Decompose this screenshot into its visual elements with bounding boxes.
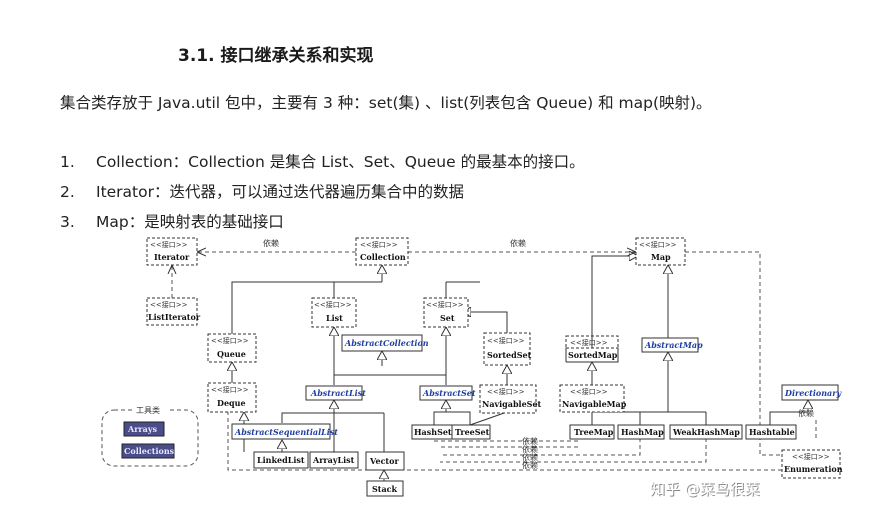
class-node-hashmap: HashMap bbox=[617, 424, 665, 440]
svg-text:<<接口>>: <<接口>> bbox=[211, 336, 249, 345]
list-text: Map：是映射表的基础接口 bbox=[96, 213, 284, 231]
svg-text:Deque: Deque bbox=[217, 398, 246, 408]
svg-text:知乎 @菜鸟很菜: 知乎 @菜鸟很菜 bbox=[651, 481, 761, 499]
svg-text:SortedSet: SortedSet bbox=[487, 350, 532, 360]
svg-text:<<接口>>: <<接口>> bbox=[792, 452, 830, 461]
interface-node-deque: <<接口>> Deque bbox=[207, 382, 257, 413]
svg-text:<<接口>>: <<接口>> bbox=[150, 300, 188, 309]
dependency-lines bbox=[172, 252, 817, 471]
interface-node-enumeration: <<接口>> Enumeration bbox=[781, 449, 843, 479]
interface-node-navigablemap: <<接口>> NavigableMap bbox=[559, 384, 627, 413]
tool-collections: Collections bbox=[124, 446, 175, 456]
class-node-treeset: TreeSet bbox=[451, 424, 491, 440]
tool-arrays: Arrays bbox=[127, 424, 157, 434]
svg-text:Iterator: Iterator bbox=[154, 252, 190, 262]
interface-node-sortedset: <<接口>> SortedSet bbox=[483, 332, 532, 366]
list-text: Iterator：迭代器，可以通过迭代器遍历集合中的数据 bbox=[96, 183, 464, 201]
abstract-node-dictionary: Directionary bbox=[781, 384, 842, 401]
class-node-vector: Vector bbox=[365, 451, 405, 471]
svg-text:<<接口>>: <<接口>> bbox=[360, 240, 398, 249]
toolbox-title: 工具类 bbox=[136, 405, 160, 415]
svg-text:Map: Map bbox=[651, 252, 671, 262]
svg-text:AbstractList: AbstractList bbox=[310, 388, 366, 398]
svg-text:Stack: Stack bbox=[372, 484, 398, 494]
svg-text:Directionary: Directionary bbox=[784, 388, 842, 398]
interface-node-collection: <<接口>> Collection bbox=[355, 237, 409, 266]
dependency-label: 依赖 bbox=[263, 238, 279, 248]
interface-node-list: <<接口>> List bbox=[311, 297, 357, 328]
watermark: 知乎 @菜鸟很菜 知乎 @菜鸟很菜 bbox=[650, 480, 761, 499]
abstract-node-abstractsequentiallist: AbstractSequentialList bbox=[231, 423, 338, 440]
dependency-label: 依赖 bbox=[798, 408, 814, 418]
svg-text:AbstractCollection: AbstractCollection bbox=[344, 338, 429, 348]
svg-text:<<接口>>: <<接口>> bbox=[487, 387, 525, 396]
svg-text:AbstractMap: AbstractMap bbox=[644, 340, 703, 350]
class-node-weakhashmap: WeakHashMap bbox=[669, 424, 743, 440]
interface-node-navigableset: <<接口>> NavigableSet bbox=[479, 384, 542, 414]
svg-text:HashSet: HashSet bbox=[414, 427, 452, 437]
svg-text:AbstractSet: AbstractSet bbox=[422, 388, 476, 398]
svg-text:LinkedList: LinkedList bbox=[257, 455, 305, 465]
class-node-treemap: TreeMap bbox=[569, 424, 615, 440]
svg-text:AbstractSequentialList: AbstractSequentialList bbox=[234, 427, 338, 437]
interface-node-iterator: <<接口>> Iterator bbox=[146, 237, 198, 266]
interface-node-map: <<接口>> Map bbox=[635, 237, 686, 266]
list-item: 3. Map：是映射表的基础接口 bbox=[60, 210, 284, 232]
svg-text:<<接口>>: <<接口>> bbox=[639, 240, 677, 249]
class-node-hashtable: Hashtable bbox=[745, 424, 797, 440]
dependency-label: 依赖 bbox=[522, 436, 538, 446]
list-number: 1. bbox=[60, 153, 75, 171]
list-item: 2. Iterator：迭代器，可以通过迭代器遍历集合中的数据 bbox=[60, 180, 464, 202]
svg-text:Enumeration: Enumeration bbox=[784, 464, 843, 474]
svg-text:<<接口>>: <<接口>> bbox=[570, 338, 608, 347]
svg-text:<<接口>>: <<接口>> bbox=[150, 240, 188, 249]
dependency-label: 依赖 bbox=[522, 444, 538, 454]
svg-text:HashMap: HashMap bbox=[621, 427, 664, 437]
svg-text:Set: Set bbox=[440, 313, 455, 323]
abstract-node-abstractmap: AbstractMap bbox=[641, 337, 703, 353]
section-heading: 3.1. 接口继承关系和实现 bbox=[178, 46, 374, 66]
svg-text:WeakHashMap: WeakHashMap bbox=[672, 427, 740, 437]
svg-text:Vector: Vector bbox=[369, 456, 399, 466]
class-node-arraylist: ArrayList bbox=[309, 451, 359, 469]
dependency-label: 依赖 bbox=[510, 238, 526, 248]
svg-text:List: List bbox=[326, 313, 343, 323]
svg-text:TreeSet: TreeSet bbox=[455, 427, 490, 437]
dependency-label: 依赖 bbox=[522, 452, 538, 462]
svg-text:<<接口>>: <<接口>> bbox=[487, 336, 525, 345]
svg-text:ListIterator: ListIterator bbox=[148, 312, 201, 322]
svg-text:NavigableMap: NavigableMap bbox=[562, 399, 627, 409]
abstract-node-abstractlist: AbstractList bbox=[305, 385, 366, 401]
interface-node-listiterator: <<接口>> ListIterator bbox=[146, 297, 201, 326]
svg-text:<<接口>>: <<接口>> bbox=[570, 387, 608, 396]
svg-text:知乎 @菜鸟很菜: 知乎 @菜鸟很菜 bbox=[650, 480, 760, 498]
class-node-linkedlist: LinkedList bbox=[253, 451, 309, 469]
abstract-node-abstractcollection: AbstractCollection bbox=[341, 334, 429, 352]
svg-text:<<接口>>: <<接口>> bbox=[211, 385, 249, 394]
list-number: 2. bbox=[60, 183, 75, 201]
class-node-hashset: HashSet bbox=[411, 424, 453, 440]
list-item: 1. Collection：Collection 是集合 List、Set、Que… bbox=[60, 150, 585, 172]
interface-node-set: <<接口>> Set bbox=[423, 297, 469, 328]
svg-text:<<接口>>: <<接口>> bbox=[426, 300, 464, 309]
svg-text:TreeMap: TreeMap bbox=[574, 427, 614, 437]
svg-text:Collection: Collection bbox=[360, 252, 406, 262]
svg-text:SortedMap: SortedMap bbox=[568, 350, 618, 360]
svg-text:<<接口>>: <<接口>> bbox=[314, 300, 352, 309]
interface-node-queue: <<接口>> Queue bbox=[207, 333, 257, 363]
interface-node-sortedmap: <<接口>> SortedMap bbox=[565, 335, 619, 363]
list-text: Collection：Collection 是集合 List、Set、Queue… bbox=[96, 153, 585, 171]
svg-text:ArrayList: ArrayList bbox=[312, 455, 355, 465]
svg-text:Hashtable: Hashtable bbox=[749, 427, 795, 437]
svg-text:NavigableSet: NavigableSet bbox=[482, 399, 542, 409]
intro-paragraph: 集合类存放于 Java.util 包中，主要有 3 种：set(集) 、list… bbox=[60, 94, 712, 112]
class-node-stack: Stack bbox=[366, 480, 404, 497]
svg-text:Queue: Queue bbox=[217, 349, 246, 359]
abstract-node-abstractset: AbstractSet bbox=[419, 385, 476, 401]
toolbox-group: 工具类 Arrays Collections bbox=[101, 405, 199, 467]
list-number: 3. bbox=[60, 213, 75, 231]
dependency-label: 依赖 bbox=[522, 460, 538, 470]
